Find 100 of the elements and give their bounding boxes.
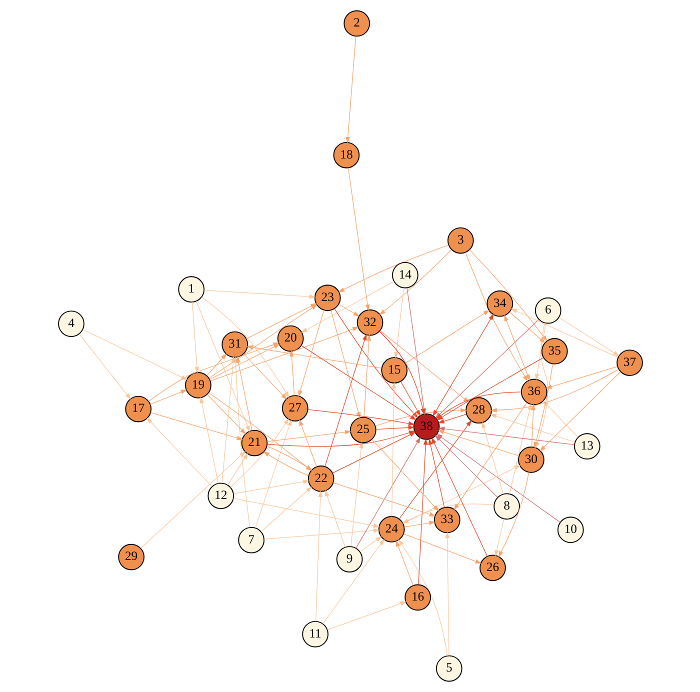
node-circle: 22 bbox=[307, 466, 334, 492]
node-circle: 19 bbox=[184, 372, 211, 398]
arrow bbox=[418, 438, 428, 585]
arrow bbox=[558, 317, 620, 356]
arrow bbox=[208, 344, 280, 380]
arrow bbox=[498, 472, 529, 558]
arrow bbox=[504, 314, 530, 381]
arrow bbox=[464, 252, 528, 382]
arrow bbox=[326, 601, 406, 630]
node-circle: 23 bbox=[314, 284, 340, 312]
node-circle: 33 bbox=[433, 506, 460, 534]
arrow bbox=[400, 381, 420, 416]
arrow bbox=[398, 420, 472, 520]
arrow bbox=[324, 334, 366, 467]
node-circle: 3 bbox=[446, 227, 474, 254]
node-circle: 2 bbox=[343, 10, 370, 37]
arrow bbox=[260, 486, 312, 532]
node-circle: 34 bbox=[486, 290, 513, 317]
arrow bbox=[490, 369, 619, 412]
node-circle: 36 bbox=[520, 378, 547, 406]
arrow bbox=[332, 482, 436, 516]
arrow bbox=[436, 434, 560, 523]
arrow bbox=[438, 426, 574, 446]
arrow bbox=[206, 394, 246, 434]
arrow bbox=[338, 244, 448, 292]
arrow bbox=[150, 412, 243, 440]
arrow bbox=[236, 356, 252, 431]
arrow bbox=[402, 533, 482, 564]
arrow bbox=[494, 518, 504, 556]
node-circle: 24 bbox=[378, 516, 404, 542]
arrow bbox=[378, 249, 452, 316]
arrow bbox=[266, 430, 351, 442]
arrow bbox=[394, 287, 404, 359]
arrow bbox=[534, 322, 546, 380]
node-circle: 30 bbox=[518, 446, 544, 473]
node-circle: 29 bbox=[118, 544, 144, 570]
node-circle: 14 bbox=[392, 262, 418, 288]
arrow bbox=[195, 300, 250, 432]
arrow bbox=[404, 310, 490, 364]
arrow bbox=[453, 402, 527, 510]
arrow bbox=[246, 345, 382, 369]
arrow bbox=[300, 281, 394, 333]
arrow bbox=[140, 451, 246, 549]
node-circle: 12 bbox=[207, 482, 234, 510]
arrow bbox=[227, 452, 248, 486]
node-circle: 32 bbox=[356, 309, 383, 336]
node-circle: 25 bbox=[349, 416, 376, 444]
node-circle: 27 bbox=[281, 395, 308, 422]
node-circle: 6 bbox=[534, 297, 561, 324]
arrow bbox=[242, 354, 287, 400]
arrow bbox=[199, 396, 218, 484]
arrow bbox=[444, 532, 450, 656]
arrow bbox=[289, 350, 294, 396]
arrow bbox=[203, 290, 316, 299]
arrow bbox=[262, 451, 308, 476]
node-circle: 20 bbox=[276, 325, 304, 352]
node-circle: 4 bbox=[58, 310, 84, 337]
arrow bbox=[146, 418, 212, 487]
arrow bbox=[191, 302, 199, 374]
arrow bbox=[510, 308, 618, 358]
arrow bbox=[78, 334, 130, 400]
arrow bbox=[338, 304, 360, 317]
node-circle: 15 bbox=[380, 357, 408, 384]
node-circle: 5 bbox=[435, 655, 462, 682]
arrow bbox=[508, 312, 546, 344]
arrow bbox=[375, 425, 414, 430]
arrow bbox=[355, 436, 420, 549]
arrow bbox=[432, 314, 494, 416]
arrow bbox=[481, 422, 503, 494]
node-circle: 1 bbox=[178, 276, 204, 303]
node-circle: 10 bbox=[556, 516, 584, 544]
arrow bbox=[330, 310, 360, 419]
node-circle: 9 bbox=[336, 546, 362, 572]
node-circle: 37 bbox=[616, 350, 642, 376]
arrow bbox=[350, 442, 363, 547]
node-circle: 26 bbox=[479, 554, 506, 582]
arrow bbox=[298, 310, 324, 397]
arrow bbox=[322, 538, 384, 624]
arrow bbox=[530, 404, 536, 448]
node-circle: 31 bbox=[221, 331, 248, 358]
arrow bbox=[232, 480, 309, 494]
node-circle: 13 bbox=[573, 433, 600, 460]
arrow bbox=[345, 36, 356, 144]
arrow bbox=[544, 366, 618, 389]
arrow bbox=[391, 382, 396, 517]
arrow bbox=[324, 490, 346, 548]
node-circle: 17 bbox=[124, 396, 152, 422]
node-circle: 28 bbox=[465, 397, 492, 424]
arrow bbox=[206, 353, 226, 376]
arrow bbox=[263, 528, 380, 540]
node-circle: 7 bbox=[238, 526, 264, 554]
arrow bbox=[210, 326, 358, 382]
node-circle: 16 bbox=[404, 584, 430, 611]
arrow bbox=[230, 418, 288, 488]
arrow bbox=[428, 438, 444, 508]
arrow bbox=[539, 371, 620, 452]
node-circle: 35 bbox=[540, 338, 568, 364]
arrow bbox=[398, 539, 448, 656]
arrow bbox=[403, 520, 436, 528]
arrow bbox=[347, 167, 370, 311]
